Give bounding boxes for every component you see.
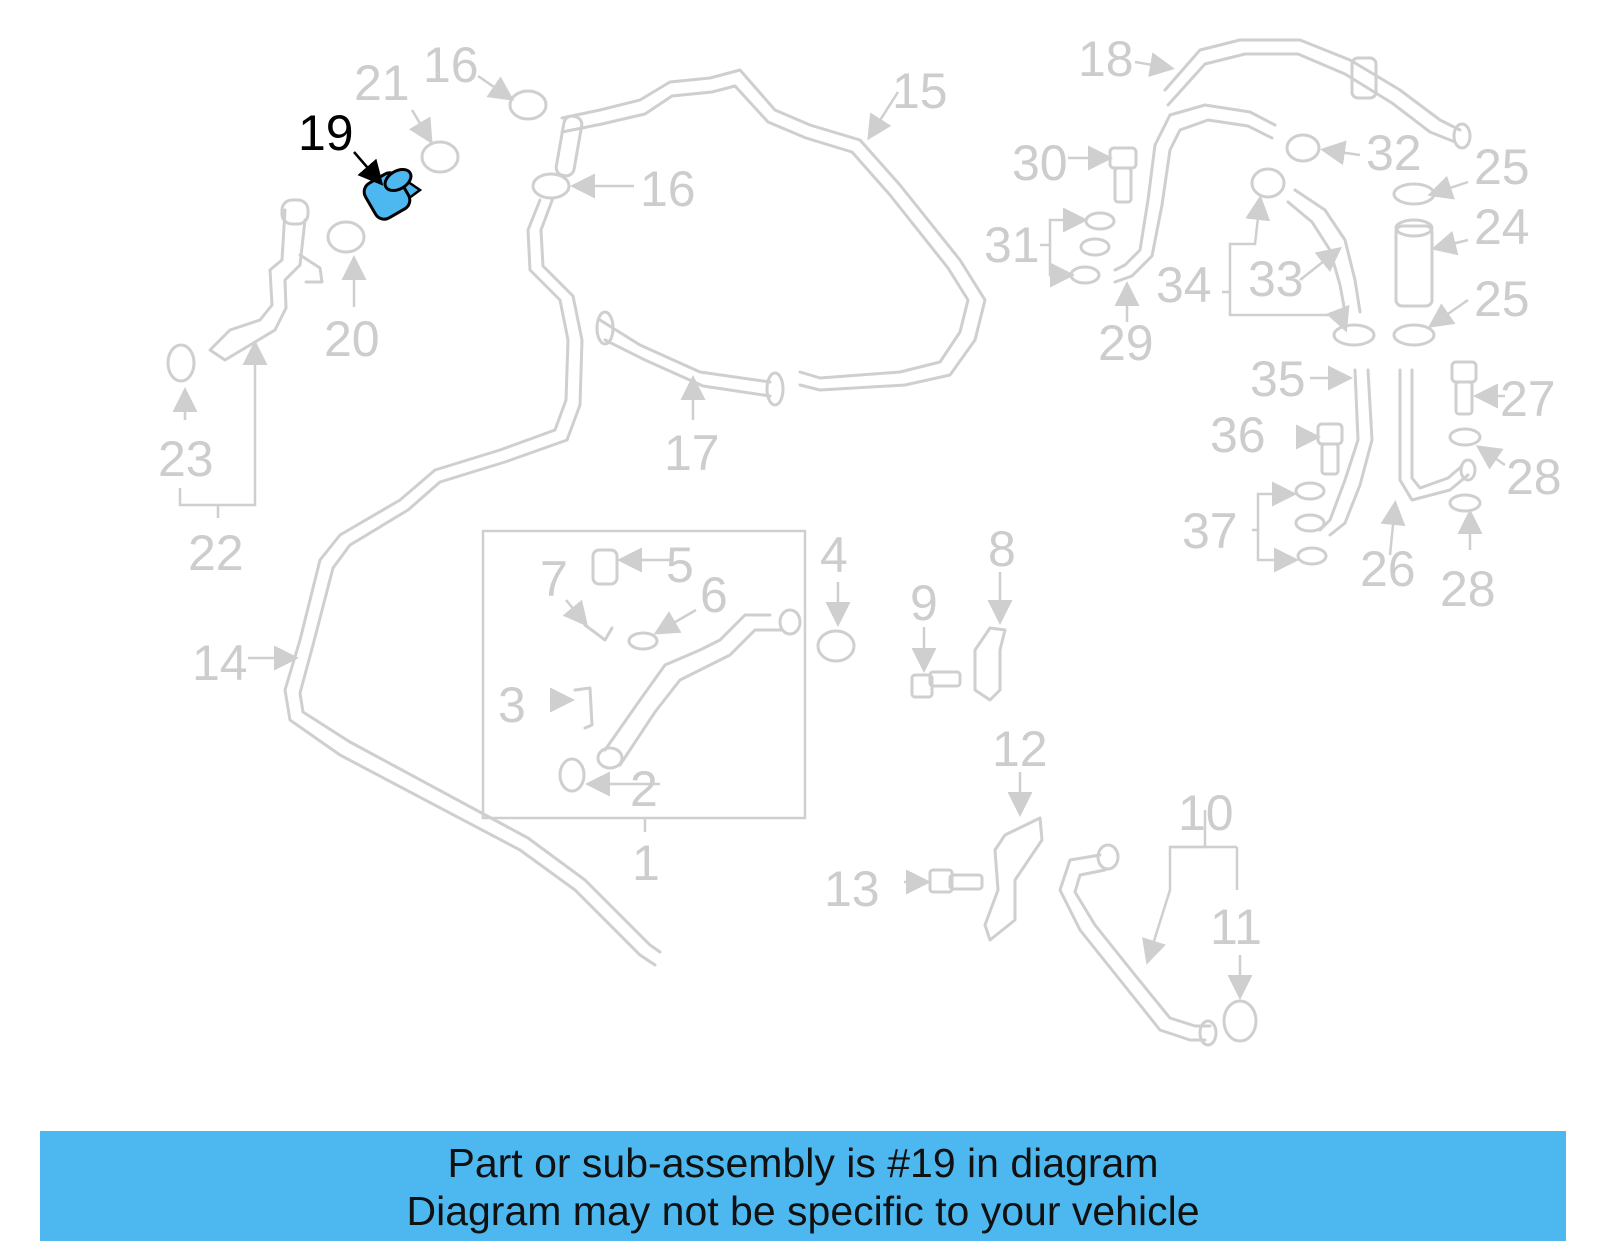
callout-9: 9 bbox=[910, 575, 938, 631]
clamps-left bbox=[326, 89, 571, 254]
callout-13: 13 bbox=[824, 861, 880, 917]
pipe-10 bbox=[1058, 843, 1218, 1047]
callout-14: 14 bbox=[192, 635, 248, 691]
callout-27: 27 bbox=[1500, 371, 1556, 427]
callout-20: 20 bbox=[324, 311, 380, 367]
hose-18 bbox=[1163, 38, 1472, 150]
bolt-13 bbox=[928, 868, 984, 894]
callout-6: 6 bbox=[700, 567, 728, 623]
callout-26: 26 bbox=[1360, 541, 1416, 597]
bolt-36 bbox=[1316, 422, 1344, 476]
bolt-27 bbox=[1450, 360, 1478, 416]
leader-lines bbox=[172, 52, 1506, 1000]
callout-17: 17 bbox=[664, 425, 720, 481]
washer-28b bbox=[1448, 493, 1482, 513]
bolt-30 bbox=[1108, 146, 1138, 204]
banner-line-2: Diagram may not be specific to your vehi… bbox=[406, 1188, 1200, 1234]
callout-12: 12 bbox=[992, 721, 1048, 777]
callout-22: 22 bbox=[188, 525, 244, 581]
callout-29: 29 bbox=[1098, 315, 1154, 371]
callout-16b: 16 bbox=[640, 161, 696, 217]
parts-diagram: 16 21 19 16 20 15 17 23 22 14 1 2 3 4 5 … bbox=[158, 31, 1562, 1047]
info-banner: Part or sub-assembly is #19 in diagram D… bbox=[40, 1131, 1566, 1241]
washers-31 bbox=[1069, 211, 1116, 285]
fitting-22 bbox=[166, 198, 324, 383]
callout-5: 5 bbox=[666, 537, 694, 593]
callout-28b: 28 bbox=[1440, 561, 1496, 617]
callout-36: 36 bbox=[1210, 407, 1266, 463]
hose-17 bbox=[595, 310, 785, 407]
clamp-34a bbox=[1250, 167, 1286, 199]
callout-11: 11 bbox=[1210, 899, 1262, 955]
callout-7: 7 bbox=[540, 551, 568, 607]
callout-31: 31 bbox=[984, 217, 1040, 273]
banner-line-1: Part or sub-assembly is #19 in diagram bbox=[447, 1140, 1159, 1186]
callout-18: 18 bbox=[1078, 31, 1134, 87]
clamp-34b bbox=[1332, 323, 1376, 347]
clip-8 bbox=[973, 626, 1007, 702]
bracket-12 bbox=[983, 816, 1044, 942]
hose-15 bbox=[554, 68, 987, 392]
callout-23: 23 bbox=[158, 431, 214, 487]
ring-11 bbox=[1222, 999, 1258, 1043]
part-19-highlighted bbox=[362, 168, 423, 221]
filter-24 bbox=[1394, 218, 1434, 308]
callout-25b: 25 bbox=[1474, 271, 1530, 327]
washer-28a bbox=[1448, 427, 1482, 447]
callout-8: 8 bbox=[988, 521, 1016, 577]
clamp-25b bbox=[1392, 323, 1436, 347]
callout-labels: 16 21 19 16 20 15 17 23 22 14 1 2 3 4 5 … bbox=[158, 31, 1562, 955]
clamp-32 bbox=[1285, 133, 1321, 163]
callout-2: 2 bbox=[630, 761, 658, 817]
pipe-26 bbox=[1398, 368, 1470, 502]
callout-10: 10 bbox=[1178, 785, 1234, 841]
callout-24: 24 bbox=[1474, 199, 1530, 255]
callout-19: 19 bbox=[298, 105, 354, 161]
callout-30: 30 bbox=[1012, 135, 1068, 191]
callout-21: 21 bbox=[354, 55, 410, 111]
pipe-14 bbox=[283, 196, 662, 967]
callout-25a: 25 bbox=[1474, 139, 1530, 195]
washers-37 bbox=[1294, 481, 1328, 566]
callout-34: 34 bbox=[1156, 257, 1212, 313]
callout-32: 32 bbox=[1366, 125, 1422, 181]
callout-33: 33 bbox=[1248, 251, 1304, 307]
callout-28a: 28 bbox=[1506, 449, 1562, 505]
hose-29 bbox=[1113, 103, 1277, 284]
callout-35: 35 bbox=[1250, 351, 1306, 407]
callout-4: 4 bbox=[820, 527, 848, 583]
callout-15: 15 bbox=[892, 63, 948, 119]
callout-16a: 16 bbox=[423, 37, 479, 93]
callout-3: 3 bbox=[498, 677, 526, 733]
clamp-4 bbox=[816, 629, 856, 663]
clamp-25a bbox=[1392, 182, 1436, 206]
pipe-35 bbox=[1318, 368, 1374, 537]
callout-1: 1 bbox=[632, 835, 660, 891]
bolt-9 bbox=[910, 670, 962, 699]
callout-37: 37 bbox=[1182, 503, 1238, 559]
